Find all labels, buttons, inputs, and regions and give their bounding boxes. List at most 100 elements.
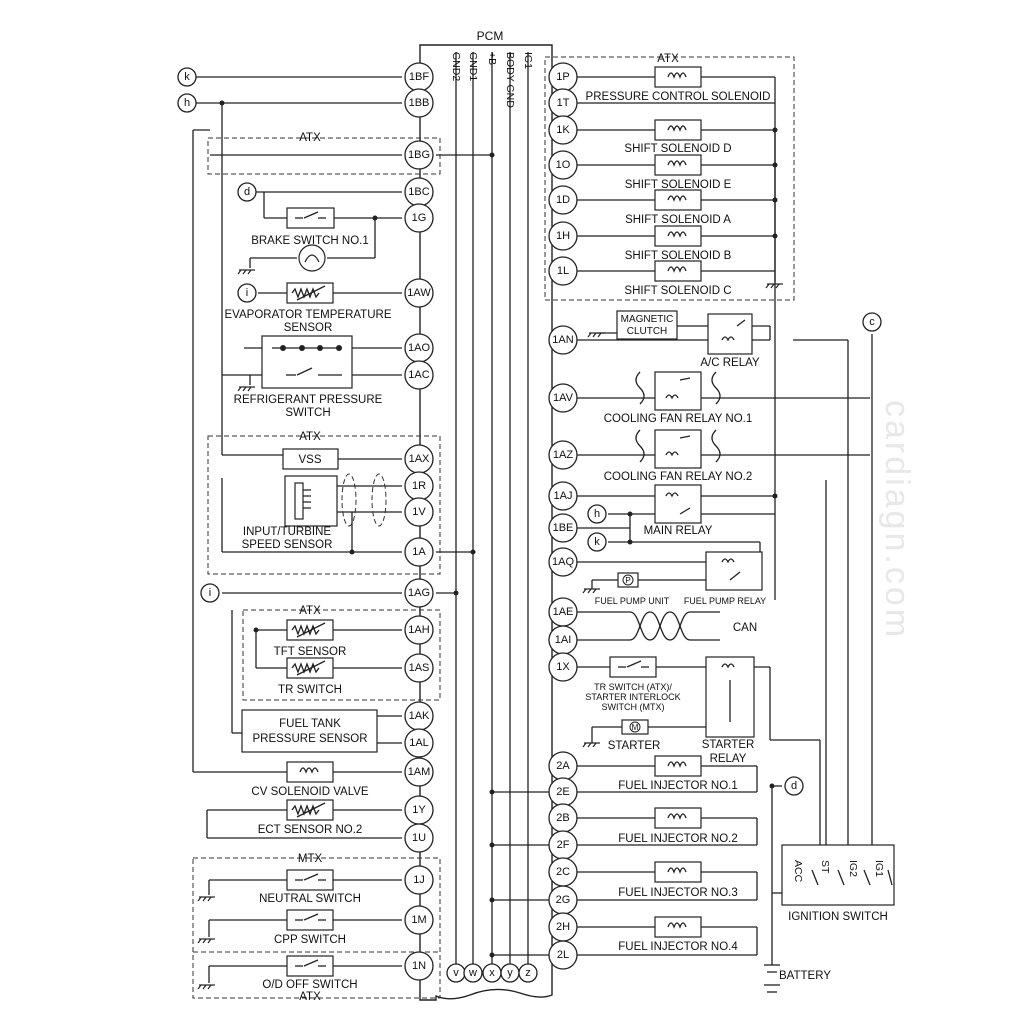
ign-term-ig2: IG2: [847, 860, 859, 877]
pin-1al-label: 1AL: [409, 737, 429, 749]
pin-2b-label: 2B: [556, 812, 569, 824]
pin-1t-label: 1T: [557, 97, 570, 109]
refrig-label-1: REFRIGERANT PRESSURE: [234, 394, 383, 406]
pin-1a: 1A: [404, 537, 434, 567]
pin-1ak: 1AK: [404, 701, 434, 731]
pin-2h: 2H: [548, 912, 578, 942]
pin-1be-label: 1BE: [553, 522, 574, 534]
ref-left-d: d: [237, 182, 257, 202]
pin-1v-label: 1V: [412, 506, 426, 518]
pin-2e: 2E: [548, 777, 578, 807]
fuel-injector-1: [654, 755, 702, 777]
pin-1r: 1R: [404, 471, 434, 501]
fuel-tank-sensor: [241, 709, 378, 753]
pin-2f: 2F: [548, 830, 578, 860]
turbine-sensor: [284, 475, 338, 527]
pin-1am: 1AM: [404, 757, 434, 787]
pin-1bb: 1BB: [404, 88, 434, 118]
pin-1k-label: 1K: [556, 124, 570, 136]
shift-solenoid-b: [654, 225, 702, 247]
group-atx-label: ATX: [299, 132, 321, 144]
ref-left-i-label: i: [246, 287, 248, 299]
pin-1n: 1N: [404, 951, 434, 981]
pin-1am-label: 1AM: [408, 766, 431, 778]
left-wiring: [192, 76, 495, 990]
pin-1k: 1K: [548, 115, 578, 145]
refrig-label-2: SWITCH: [285, 407, 330, 419]
inj1-label: FUEL INJECTOR NO.1: [618, 780, 738, 792]
pin-1ai-label: 1AI: [555, 634, 572, 646]
tr-switch-starter-interlock: [609, 656, 657, 678]
group-boxes: ATX ATX ATX MTX ATX ATX: [192, 53, 795, 1003]
pin-2b: 2B: [548, 803, 578, 833]
main-relay-label: MAIN RELAY: [644, 525, 713, 537]
pin-1as: 1AS: [404, 653, 434, 683]
motor-letter: M: [632, 723, 639, 732]
pcm-rails: GND2 GND1 +B BODY GND IG1: [450, 52, 534, 965]
vss: [282, 448, 339, 470]
pin-1h: 1H: [548, 221, 578, 251]
cooling-fan-relay-2: [654, 429, 702, 469]
group-atx-label: ATX: [299, 431, 321, 443]
pin-1av: 1AV: [548, 383, 578, 413]
pin-1as-label: 1AS: [409, 662, 430, 674]
pin-1az: 1AZ: [548, 440, 578, 470]
shift-solenoid-a: [654, 189, 702, 211]
pin-2l-label: 2L: [557, 949, 569, 961]
connector-v: v: [446, 963, 466, 983]
pin-2a: 2A: [548, 751, 578, 781]
pcm-body: [419, 44, 553, 1001]
mag-label-1: MAGNETIC: [621, 314, 674, 325]
ref-left-k-label: k: [184, 71, 190, 83]
pin-1ac: 1AC: [404, 360, 434, 390]
inj2-label: FUEL INJECTOR NO.2: [618, 833, 738, 845]
pin-1o-label: 1O: [556, 159, 571, 171]
fuel-pump-relay-label: FUEL PUMP RELAY: [684, 596, 766, 606]
od-off-label: O/D OFF SWITCH: [262, 979, 357, 991]
ref-right-k: k: [587, 532, 607, 552]
pin-1t: 1T: [548, 88, 578, 118]
fuel-pump-unit-label: FUEL PUMP UNIT: [595, 596, 670, 606]
pump-letter: P: [625, 576, 630, 585]
evap-label-2: SENSOR: [284, 322, 333, 334]
pin-1u: 1U: [404, 823, 434, 853]
group-mtx-label: MTX: [298, 853, 323, 865]
right-pin-column: 1P1T1K1O1D1H1L1AN1AV1AZ1AJ1BE1AQ1AE1AI1X…: [548, 62, 578, 970]
rail-gnd2: GND2: [450, 52, 462, 81]
pressure-control-solenoid: [654, 66, 702, 88]
pin-1ao: 1AO: [404, 333, 434, 363]
ref-right-h-label: h: [594, 508, 600, 520]
ssd-label: SHIFT SOLENOID D: [624, 143, 731, 155]
cooling-fan-relay-1: [654, 371, 702, 411]
pin-1ax: 1AX: [404, 444, 434, 474]
cv-solenoid: [286, 761, 334, 783]
pin-1ai: 1AI: [548, 625, 578, 655]
starter-label: STARTER: [608, 740, 661, 752]
pin-1ag: 1AG: [404, 578, 434, 608]
pin-1j: 1J: [404, 865, 434, 895]
pin-1d: 1D: [548, 185, 578, 215]
pin-1x-label: 1X: [556, 661, 570, 673]
ssb-label: SHIFT SOLENOID B: [625, 250, 732, 262]
can-label: CAN: [733, 622, 757, 634]
neutral-switch: [286, 869, 334, 891]
pin-1g: 1G: [404, 203, 434, 233]
pin-1r-label: 1R: [412, 480, 426, 492]
tr-label: TR SWITCH: [278, 684, 342, 696]
pin-1ax-label: 1AX: [409, 453, 430, 465]
starter-relay-label-1: STARTER: [702, 739, 755, 751]
pin-1p: 1P: [548, 62, 578, 92]
pin-2c-label: 2C: [556, 866, 570, 878]
pin-1al: 1AL: [404, 728, 434, 758]
ref-right-c: c: [862, 312, 882, 332]
pin-1d-label: 1D: [556, 194, 570, 206]
pin-1j-label: 1J: [413, 874, 425, 886]
magnetic-clutch: [616, 310, 678, 340]
inj3-label: FUEL INJECTOR NO.3: [618, 887, 738, 899]
cv-label: CV SOLENOID VALVE: [251, 786, 368, 798]
starter-relay-label-2: RELAY: [710, 753, 747, 765]
cpp-switch: [286, 909, 334, 931]
tr-label-2: STARTER INTERLOCK: [585, 692, 680, 702]
ign-term-st: ST: [819, 860, 831, 874]
